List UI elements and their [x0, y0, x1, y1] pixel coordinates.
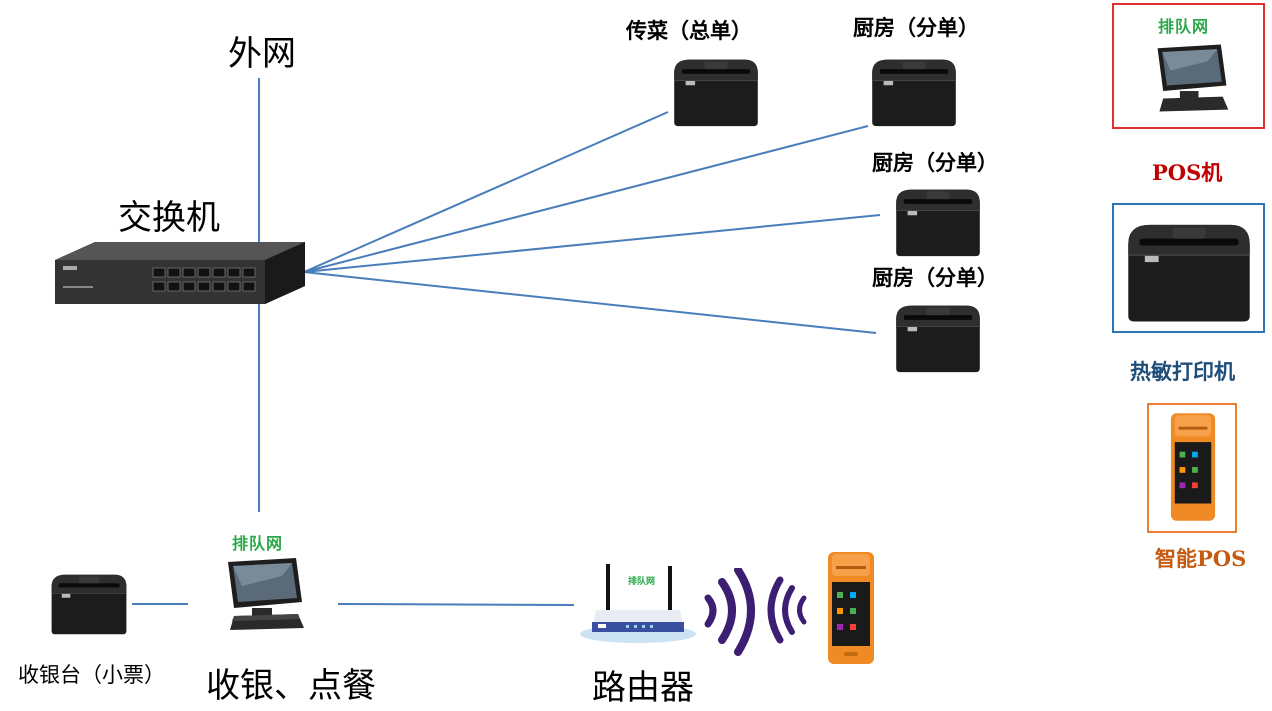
thermal-printer-icon	[1120, 207, 1258, 331]
wire-switch-kitchen-printer-2	[303, 214, 881, 273]
legend-printer-box	[1112, 203, 1265, 333]
wire-cashier-router	[337, 603, 575, 606]
brand-logo: 排队网	[1158, 17, 1210, 36]
kitchen-printer-1-label: 厨房（分单）	[853, 15, 979, 40]
cashier-printer-label: 收银台（小票）	[18, 663, 165, 687]
legend-pos-box: 排队网	[1112, 3, 1265, 129]
wire-switch-kitchen-printer-1	[303, 125, 869, 273]
thermal-printer-icon	[866, 52, 962, 128]
switch-label: 交换机	[118, 198, 220, 238]
cashier-pos-label: 收银、点餐	[206, 666, 376, 706]
thermal-printer-icon	[668, 52, 764, 128]
legend-pos-label: POS机	[1152, 160, 1223, 185]
pos-terminal-icon	[228, 558, 304, 630]
svg-text:排队网: 排队网	[628, 575, 655, 587]
thermal-printer-icon	[890, 182, 986, 258]
router-label: 路由器	[592, 668, 694, 708]
smart-pos-icon	[828, 552, 874, 664]
brand-logo: 排队网	[232, 534, 284, 553]
kitchen-printer-3-label: 厨房（分单）	[872, 265, 998, 290]
thermal-printer-icon	[46, 568, 132, 636]
internet-label: 外网	[228, 34, 296, 74]
smart-pos-icon	[1170, 413, 1216, 521]
kitchen-printer-2-label: 厨房（分单）	[872, 150, 998, 175]
router-icon: 排队网	[580, 564, 696, 643]
legend-smartpos-box	[1147, 403, 1237, 533]
thermal-printer-icon	[890, 298, 986, 374]
wifi-signal-icon	[704, 568, 807, 656]
legend-smartpos-label: 智能POS	[1155, 546, 1247, 571]
switch-icon	[55, 242, 305, 304]
wire-switch-expo-printer	[303, 111, 669, 273]
pos-terminal-icon	[1157, 44, 1229, 112]
legend-printer-label: 热敏打印机	[1130, 359, 1235, 384]
wire-switch-kitchen-printer-3	[303, 271, 877, 334]
expo-printer-label: 传菜（总单）	[626, 18, 752, 43]
